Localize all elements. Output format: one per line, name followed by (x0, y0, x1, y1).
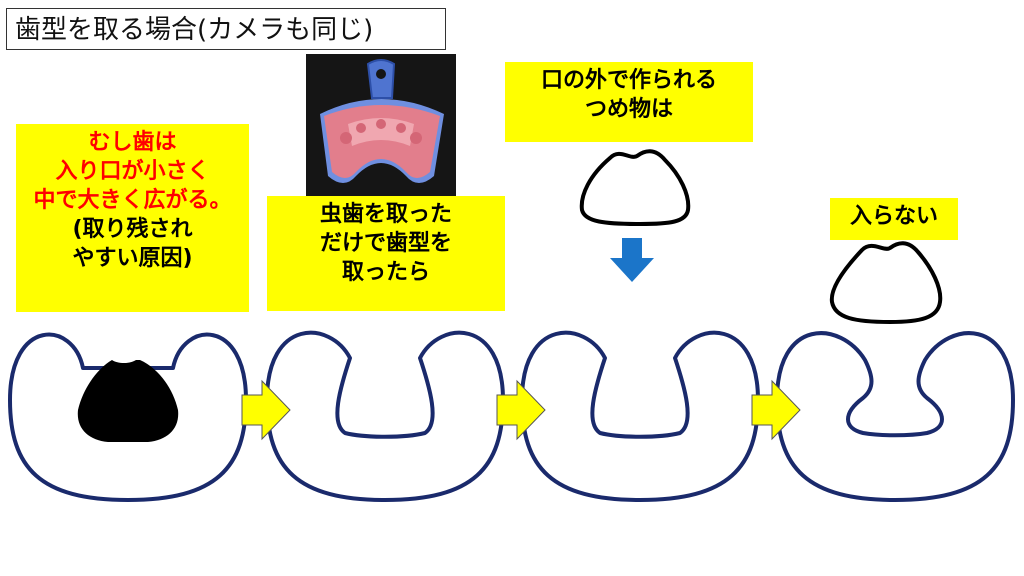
does-not-fit-label: 入らない (849, 204, 938, 229)
cavity-line-4: (取り残され (72, 217, 193, 242)
cavity-line-1: むし歯は (88, 130, 177, 155)
down-arrow-icon (610, 238, 654, 282)
cavity-explanation-box: むし歯は 入り口が小さく 中で大きく広がる。 (取り残され やすい原因) (16, 124, 249, 312)
filling-shape (579, 149, 691, 227)
impression-tray-photo (306, 54, 456, 196)
right-arrow-icon (496, 379, 546, 441)
does-not-fit-box: 入らない (830, 198, 958, 240)
impression-explanation-box: 虫歯を取った だけで歯型を 取ったら (267, 196, 505, 311)
cavity-shape (77, 360, 179, 442)
right-arrow-icon (751, 379, 801, 441)
cavity-line-2: 入り口が小さく (55, 159, 210, 184)
impression-line-3: 取ったら (341, 260, 430, 285)
tooth-with-cavity (8, 332, 248, 502)
impression-line-2: だけで歯型を (319, 231, 452, 256)
tooth-undercut (775, 331, 1015, 502)
filling-line-1: 口の外で作られる (540, 68, 717, 93)
filling-not-fitting (829, 241, 943, 325)
impression-line-1: 虫歯を取った (319, 202, 452, 227)
cavity-line-3: 中で大きく広がる。 (33, 188, 232, 213)
filling-line-2: つめ物は (584, 97, 673, 122)
cavity-line-5: やすい原因) (72, 246, 193, 271)
tooth-prepared-filling (520, 330, 760, 502)
right-arrow-icon (241, 379, 291, 441)
tooth-prepared (265, 330, 505, 502)
filling-explanation-box: 口の外で作られる つめ物は (505, 62, 753, 142)
page-title: 歯型を取る場合(カメラも同じ) (6, 8, 446, 50)
impression-tray-image (306, 54, 456, 196)
